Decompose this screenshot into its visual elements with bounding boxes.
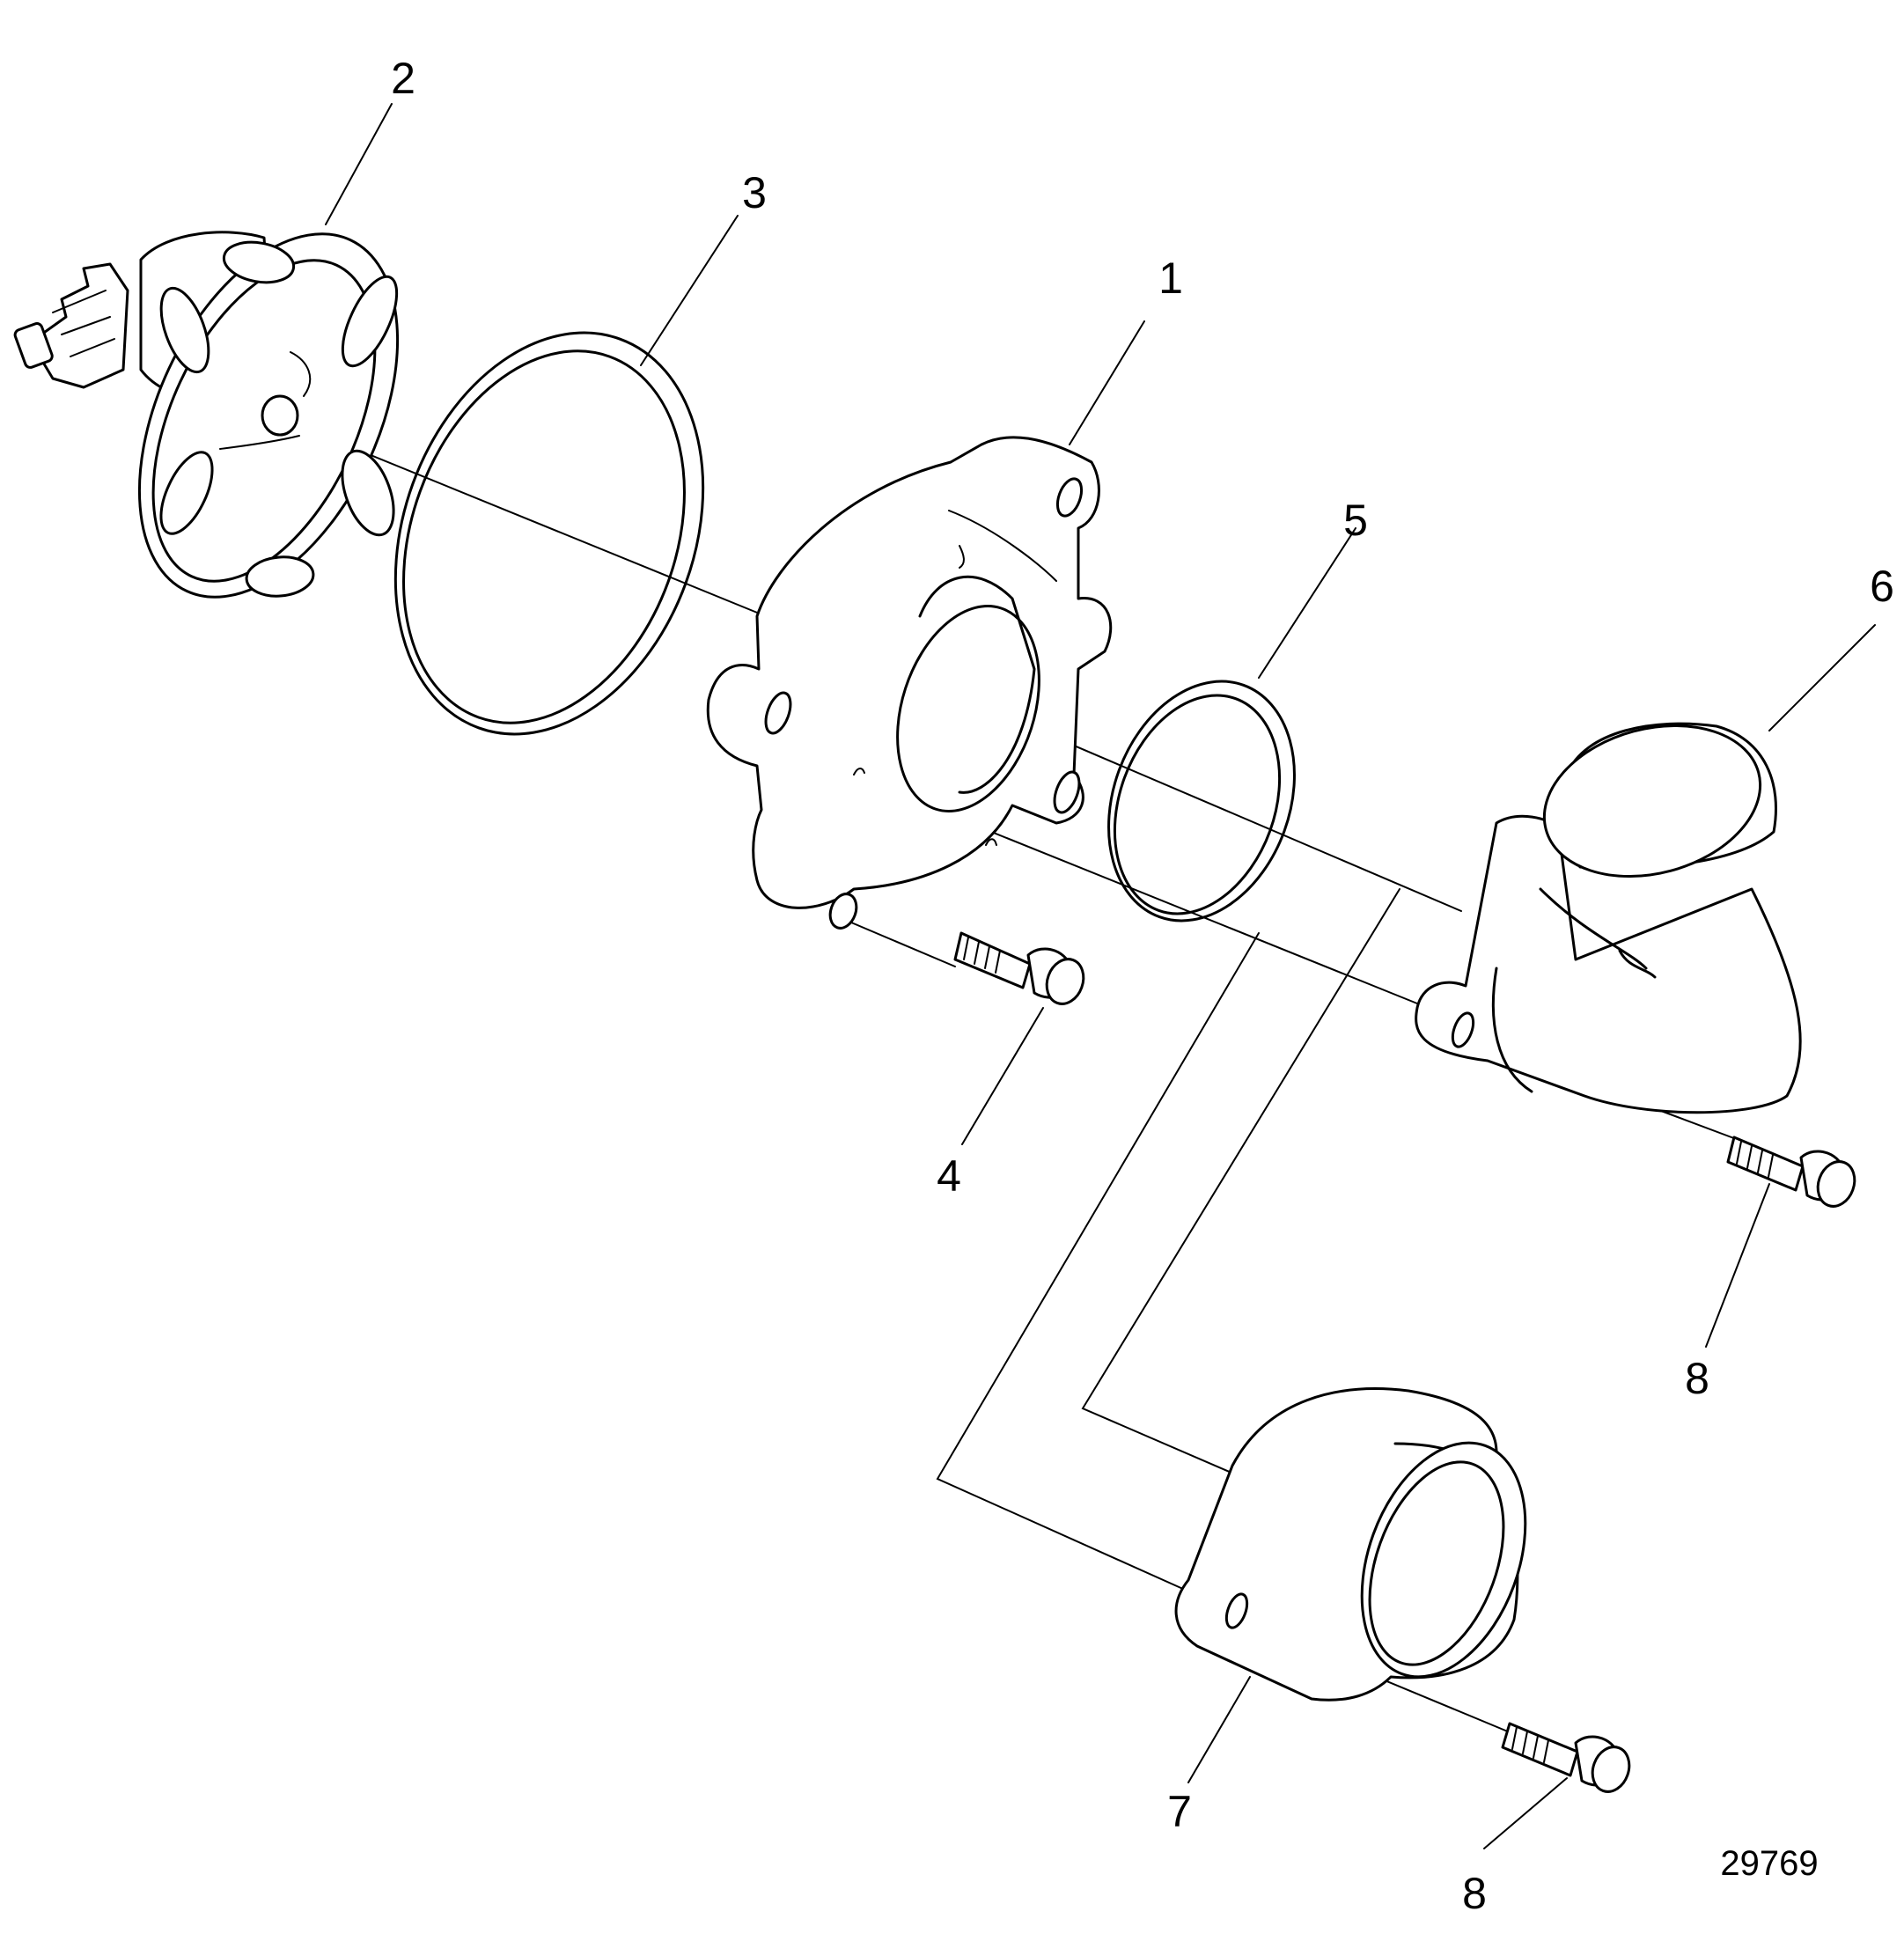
callout-numbers: 1 2 3 4 5 6 7 8 8 29769 xyxy=(391,54,1894,1918)
callout-1: 1 xyxy=(1158,254,1183,303)
bolt-8-upper xyxy=(1726,1136,1856,1208)
callout-2: 2 xyxy=(391,54,415,103)
figure-number: 29769 xyxy=(1720,1844,1818,1883)
outlet-elbow xyxy=(1415,722,1802,1114)
leader-lines xyxy=(325,103,1876,1849)
callout-5: 5 xyxy=(1343,496,1368,545)
adapter-elbow xyxy=(1174,1387,1527,1702)
callout-4: 4 xyxy=(937,1151,961,1201)
small-seal-ring xyxy=(1107,680,1296,923)
callout-8-upper: 8 xyxy=(1685,1354,1709,1403)
bolt-8-lower xyxy=(1501,1722,1631,1793)
bolt-4 xyxy=(953,931,1085,1005)
callout-6: 6 xyxy=(1870,562,1894,611)
thermostat-housing xyxy=(706,436,1113,930)
thermostat xyxy=(13,231,400,599)
callout-7: 7 xyxy=(1167,1787,1192,1836)
large-seal-ring xyxy=(393,331,705,736)
callout-8-lower: 8 xyxy=(1462,1869,1487,1918)
callout-3: 3 xyxy=(742,168,767,217)
